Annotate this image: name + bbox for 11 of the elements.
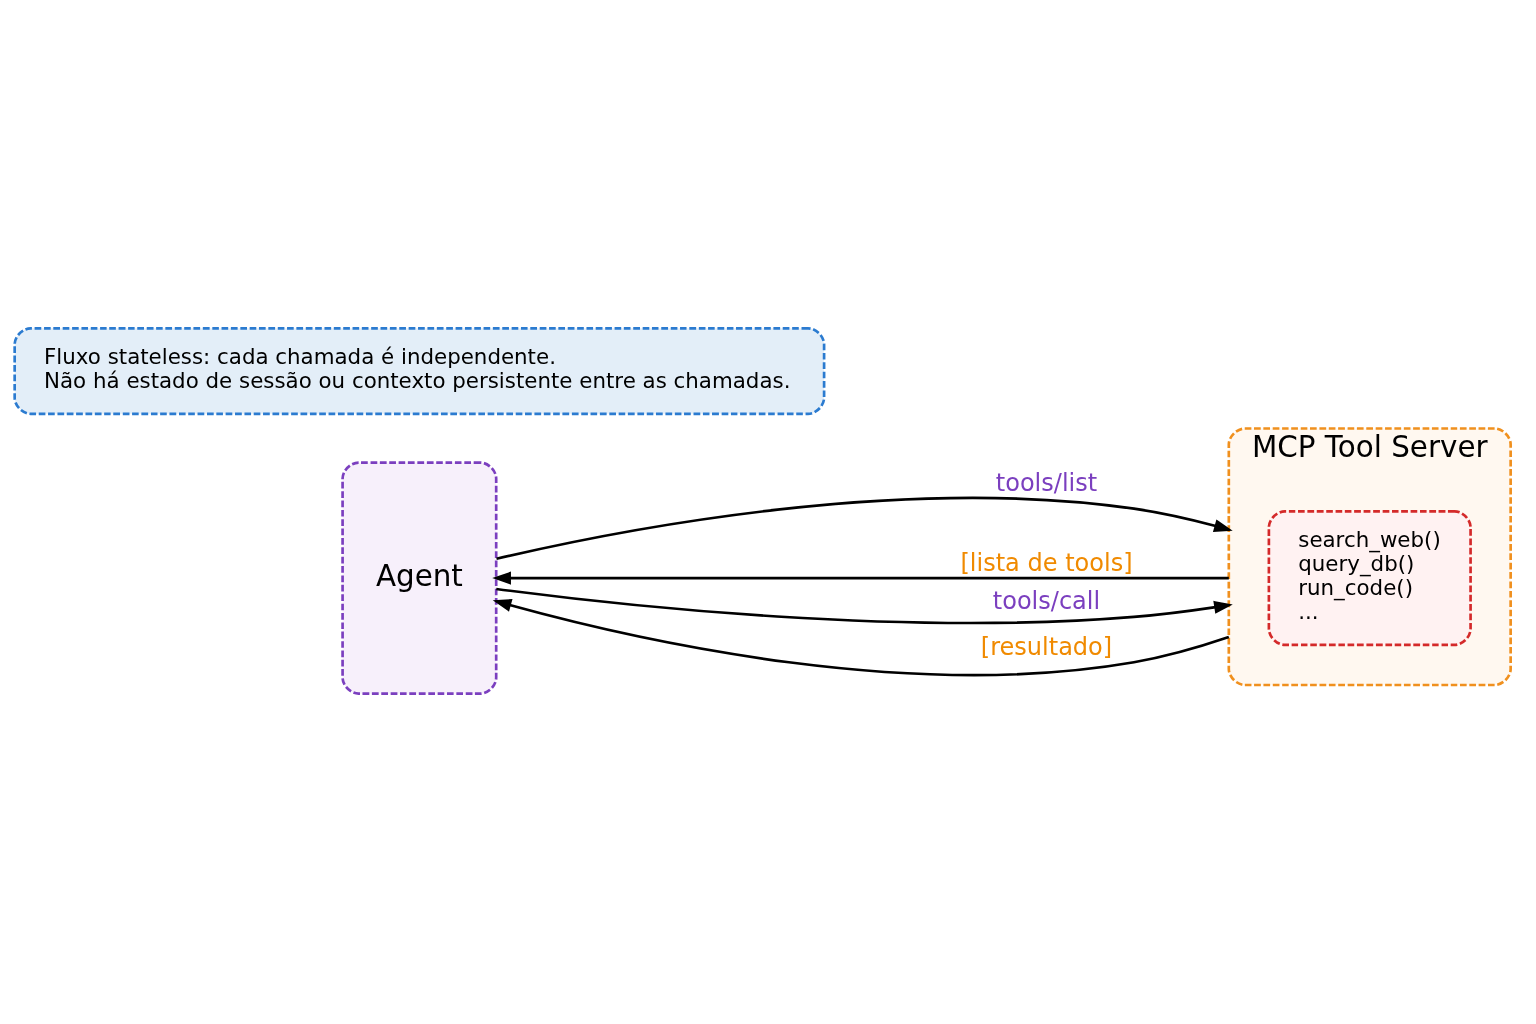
edge-label: tools/list bbox=[995, 468, 1098, 497]
edge-label: [lista de tools] bbox=[960, 548, 1133, 577]
node-box: Fluxo stateless: cada chamada é independente. Não há estado de sessão ou contexto persistente entre as chamadas. bbox=[13, 327, 826, 416]
node-box: search_web() query_db() run_code() ... bbox=[1267, 510, 1472, 647]
arrow bbox=[496, 587, 1233, 625]
edge-label: tools/call bbox=[992, 587, 1101, 616]
arrow bbox=[492, 571, 1229, 585]
arrow bbox=[496, 496, 1233, 561]
edge-label: [resultado] bbox=[980, 632, 1113, 661]
arrow bbox=[492, 599, 1230, 677]
node-box: Agent bbox=[341, 461, 498, 695]
